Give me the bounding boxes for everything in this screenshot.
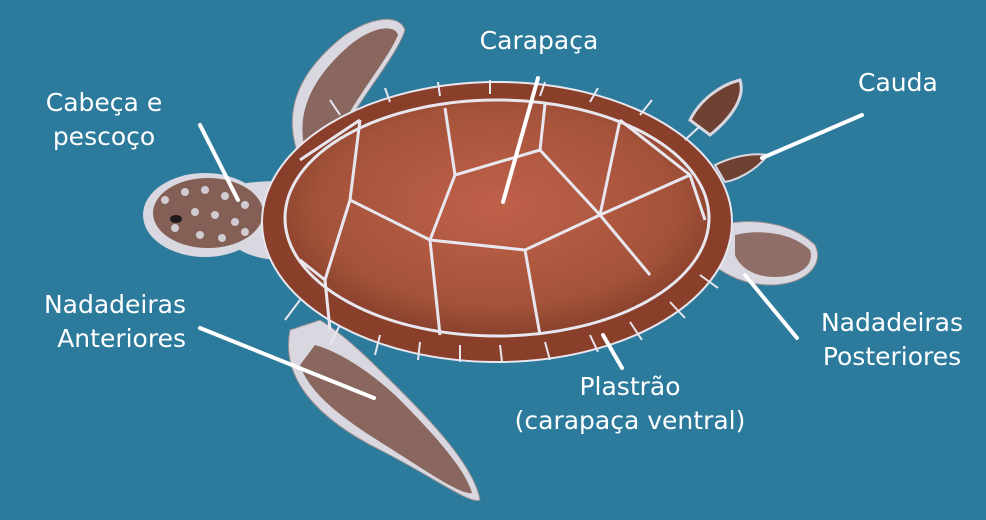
label-tail: Cauda bbox=[858, 66, 938, 100]
label-front-flippers-line2: Anteriores bbox=[0, 322, 186, 356]
label-head-neck-line1: Cabeça e bbox=[14, 86, 194, 120]
label-rear-flippers-line2: Posteriores bbox=[800, 340, 984, 374]
label-tail-text: Cauda bbox=[858, 66, 938, 100]
front-right-flipper-scales bbox=[300, 345, 472, 493]
label-head-neck-line2: pescoço bbox=[14, 120, 194, 154]
label-front-flippers-line1: Nadadeiras bbox=[0, 288, 186, 322]
shell bbox=[285, 100, 709, 336]
label-carapace: Carapaça bbox=[464, 24, 614, 58]
pointer-tail bbox=[762, 115, 862, 158]
label-head-neck: Cabeça e pescoço bbox=[14, 86, 194, 154]
label-plastron-line2: (carapaça ventral) bbox=[480, 404, 780, 438]
tail bbox=[715, 154, 768, 182]
label-rear-flippers-line1: Nadadeiras bbox=[800, 306, 984, 340]
rear-top-flipper bbox=[690, 80, 741, 135]
eye bbox=[170, 215, 182, 223]
label-rear-flippers: Nadadeiras Posteriores bbox=[800, 306, 984, 374]
label-carapace-text: Carapaça bbox=[464, 24, 614, 58]
label-front-flippers: Nadadeiras Anteriores bbox=[0, 288, 186, 356]
label-plastron: Plastrão (carapaça ventral) bbox=[480, 370, 780, 438]
label-plastron-line1: Plastrão bbox=[480, 370, 780, 404]
